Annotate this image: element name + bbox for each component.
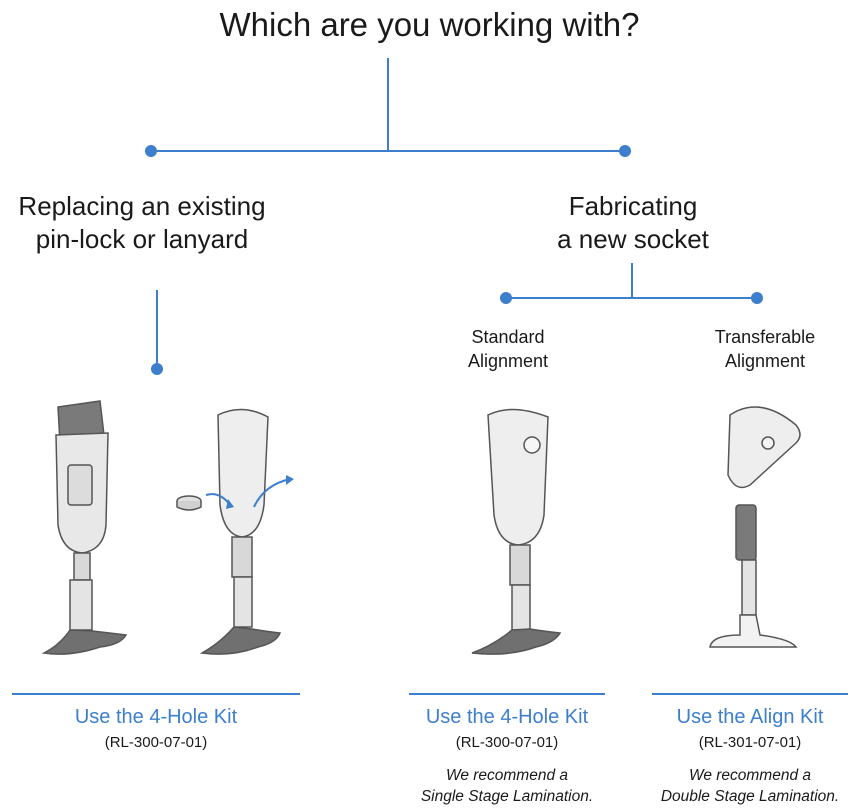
branch-node-right [619, 145, 631, 157]
kit-code-left: (RL-300-07-01) [104, 734, 208, 751]
divider-transferable [652, 693, 848, 695]
standard-alignment-heading: Standard Alignment [430, 325, 586, 373]
divider-left [12, 693, 300, 695]
divider-standard [409, 693, 605, 695]
prosthesis-standard-illustration [471, 408, 562, 655]
prosthesis-transferable-illustration [709, 406, 801, 648]
kit-4hole-link-standard[interactable]: Use the 4-Hole Kit [425, 706, 589, 728]
page-title: Which are you working with? [219, 6, 640, 43]
option-fabricate-heading: Fabricating a new socket [520, 190, 746, 256]
kit-code-standard: (RL-300-07-01) [455, 734, 559, 751]
transferable-line2: Alignment [724, 351, 806, 371]
recommendation-standard: We recommend a Single Stage Lamination. [395, 765, 619, 807]
recommendation-transferable-line1: We recommend a [688, 767, 812, 784]
left-node [151, 363, 163, 375]
prosthesis-retrofit-illustration [176, 408, 294, 655]
recommendation-standard-line1: We recommend a [445, 767, 569, 784]
recommendation-transferable: We recommend a Double Stage Lamination. [640, 765, 859, 807]
standard-node [500, 292, 512, 304]
option-replace-line1: Replacing an existing [18, 191, 266, 221]
recommendation-transferable-line2: Double Stage Lamination. [660, 788, 840, 805]
option-replace-heading: Replacing an existing pin-lock or lanyar… [0, 190, 284, 256]
transferable-alignment-heading: Transferable Alignment [680, 325, 850, 373]
standard-line1: Standard [471, 327, 545, 347]
transferable-line1: Transferable [714, 327, 816, 347]
standard-line2: Alignment [467, 351, 549, 371]
kit-code-transferable: (RL-301-07-01) [698, 734, 802, 751]
option-fabricate-line1: Fabricating [568, 191, 698, 221]
branch-node-left [145, 145, 157, 157]
option-fabricate-line2: a new socket [557, 224, 709, 254]
recommendation-standard-line2: Single Stage Lamination. [420, 788, 594, 805]
kit-align-link[interactable]: Use the Align Kit [676, 706, 824, 728]
kit-4hole-link-left[interactable]: Use the 4-Hole Kit [74, 706, 238, 728]
option-replace-line2: pin-lock or lanyard [35, 224, 249, 254]
prosthesis-liner-illustration [41, 400, 128, 655]
transferable-node [751, 292, 763, 304]
